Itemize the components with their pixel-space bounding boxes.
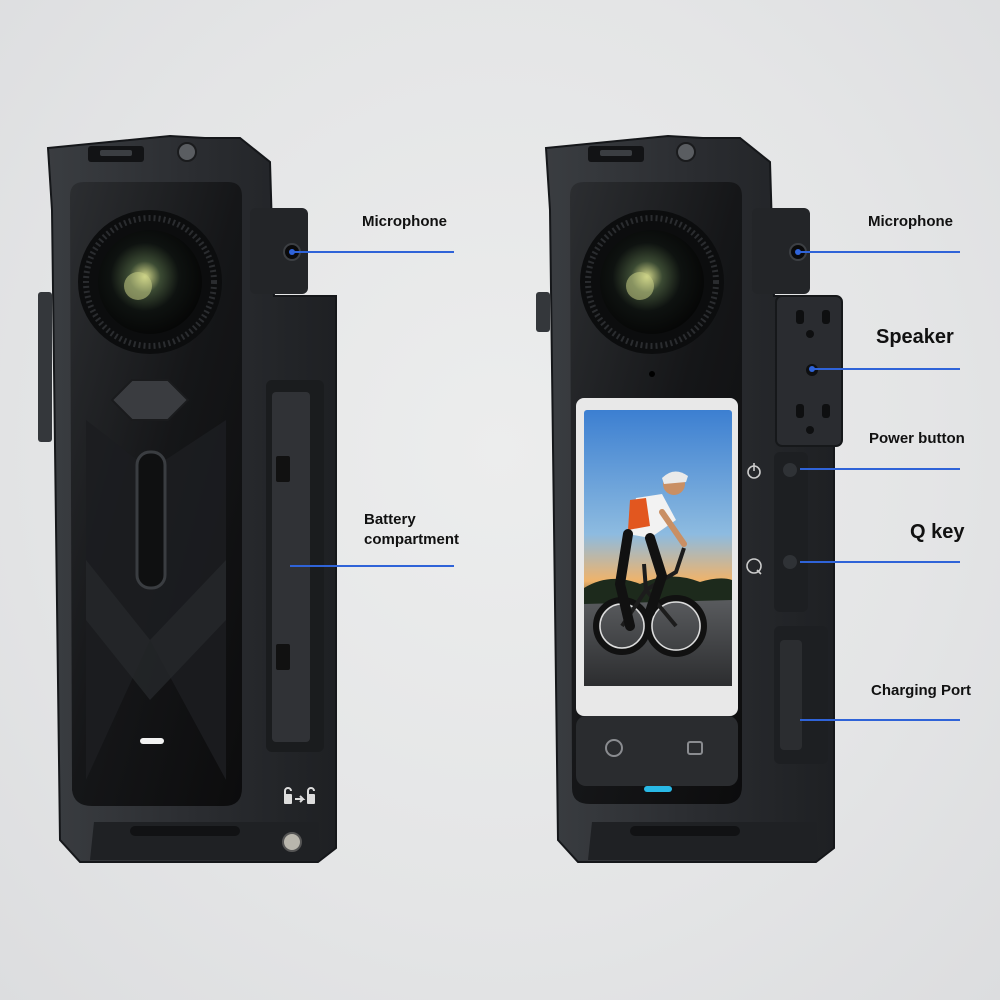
right-camera-cage xyxy=(536,134,843,863)
right-microphone-line xyxy=(798,251,960,253)
left-battery-label-line2: compartment xyxy=(364,531,460,548)
speaker-line xyxy=(812,368,960,370)
power-button-label: Power button xyxy=(869,430,965,447)
lock-arrow-lock-icon xyxy=(284,787,315,804)
charging-port-line xyxy=(800,719,960,721)
charging-port-label: Charging Port xyxy=(871,682,971,699)
q-key-icon xyxy=(746,558,762,575)
left-battery-line xyxy=(290,565,454,567)
q-key-line xyxy=(800,561,960,563)
left-microphone-label: Microphone xyxy=(362,213,447,230)
power-button-line xyxy=(800,468,960,470)
left-camera-cage xyxy=(38,134,337,863)
cyclist-figure xyxy=(593,471,707,657)
q-key-label: Q key xyxy=(910,521,965,543)
right-microphone-label: Microphone xyxy=(868,213,953,230)
power-icon xyxy=(747,463,761,479)
left-battery-label-line1: Battery xyxy=(364,511,416,528)
speaker-label: Speaker xyxy=(876,326,954,348)
left-microphone-line xyxy=(292,251,454,253)
